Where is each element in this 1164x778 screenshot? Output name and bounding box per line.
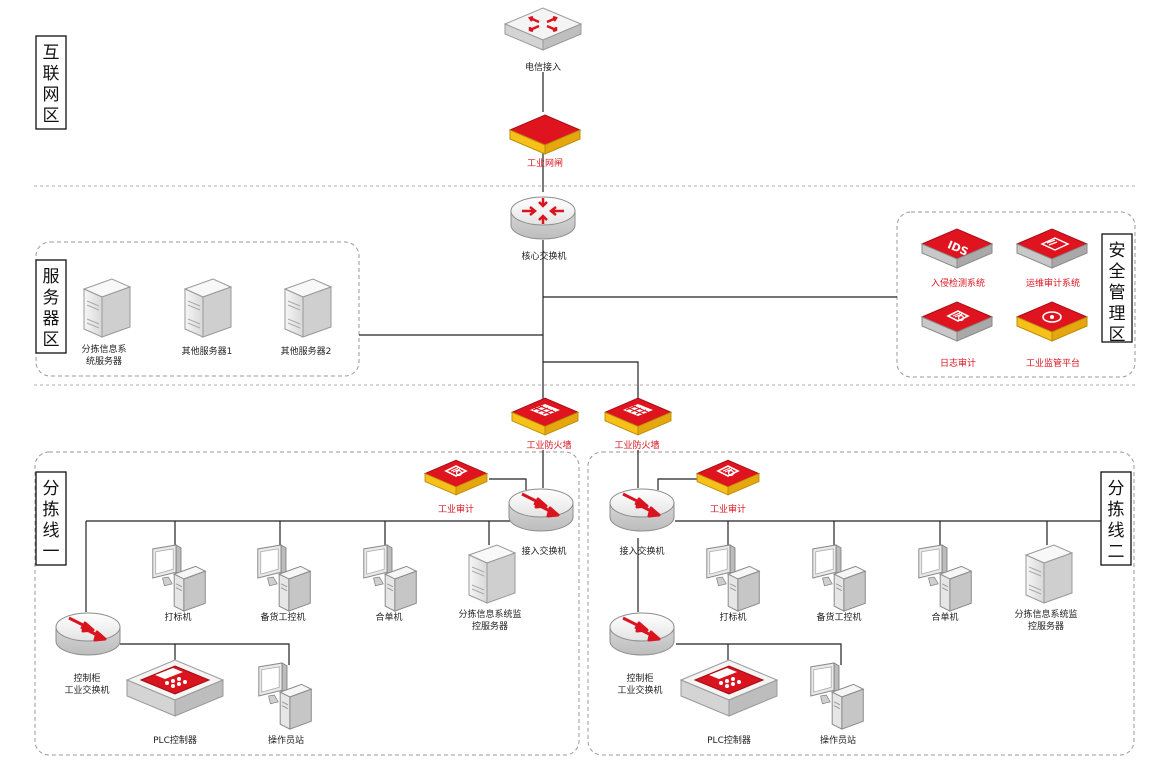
line1-access-switch-node[interactable]: 接入交换机 <box>507 487 575 557</box>
line1-access-switch-label: 接入交换机 <box>521 545 566 557</box>
line2-merge-pc-label: 合单机 <box>931 611 958 623</box>
line2-zone-border <box>587 451 1135 756</box>
line1-cabinet-switch-label-1: 控制柜 <box>73 672 100 684</box>
line2-printer-pc-node[interactable]: 打标机 <box>706 544 760 623</box>
zone-label-server: 服务器区 <box>43 267 60 350</box>
line1-cabinet-switch-node[interactable]: 控制柜 工业交换机 <box>54 611 122 696</box>
ops-audit-icon <box>1040 237 1070 251</box>
zone-label-line2: 分拣线二 <box>1108 479 1125 562</box>
zone-label-line1: 分拣线一 <box>43 479 60 562</box>
line1-monitor-server-label-2: 控服务器 <box>472 620 508 632</box>
line2-operator-node[interactable]: 操作员站 <box>810 662 864 746</box>
other-server-1-node[interactable]: 其他服务器1 <box>182 278 233 357</box>
line1-printer-pc-label: 打标机 <box>164 611 191 623</box>
line2-audit-node[interactable]: 工业审计 <box>696 459 760 515</box>
line2-monitor-server-label-2: 控服务器 <box>1028 620 1064 632</box>
line1-zone-border <box>34 451 580 756</box>
telecom-access-node[interactable]: 电信接入 <box>503 6 583 73</box>
gateway-icon <box>487 120 511 129</box>
line2-access-switch-node[interactable]: 接入交换机 <box>608 487 676 557</box>
line2-audit-label: 工业审计 <box>710 503 746 515</box>
line2-stock-pc-node[interactable]: 备货工控机 <box>812 544 866 623</box>
monitor-platform-node[interactable]: 工业监管平台 <box>1016 301 1088 369</box>
line2-printer-pc-label: 打标机 <box>719 611 746 623</box>
firewall-line2-node[interactable]: 工业防火墙 <box>604 397 672 451</box>
line1-stock-pc-label: 备货工控机 <box>260 611 305 623</box>
firewall-line1-node[interactable]: 工业防火墙 <box>511 397 579 451</box>
line1-monitor-server-label-1: 分拣信息系统监 <box>458 608 521 620</box>
line2-access-switch-label: 接入交换机 <box>619 545 664 557</box>
line2-monitor-server-node[interactable]: 分拣信息系统监 控服务器 <box>1014 544 1078 632</box>
telecom-label: 电信接入 <box>525 61 561 73</box>
line2-merge-pc-node[interactable]: 合单机 <box>918 544 972 623</box>
line1-plc-label: PLC控制器 <box>153 734 197 746</box>
line1-plc-node[interactable]: PLC控制器 <box>126 659 224 746</box>
line1-monitor-server-node[interactable]: 分拣信息系统监 控服务器 <box>458 544 522 632</box>
zone-label-internet: 互联网区 <box>43 43 60 126</box>
connection-lines <box>85 72 1101 665</box>
line1-operator-label: 操作员站 <box>268 734 304 746</box>
line1-audit-label: 工业审计 <box>438 503 474 515</box>
line2-cabinet-switch-node[interactable]: 控制柜 工业交换机 <box>608 611 676 696</box>
core-switch-label: 核心交换机 <box>521 250 566 262</box>
monitor-eye-icon <box>1042 311 1062 323</box>
line1-merge-pc-label: 合单机 <box>375 611 402 623</box>
line1-operator-node[interactable]: 操作员站 <box>258 662 312 746</box>
security-zone-border <box>896 211 1136 378</box>
line2-cabinet-switch-label-2: 工业交换机 <box>617 684 662 696</box>
ids-node[interactable]: IDS 入侵检测系统 <box>921 228 993 289</box>
other-server-2-label: 其他服务器2 <box>281 345 332 357</box>
firewall-line1-label: 工业防火墙 <box>526 439 571 451</box>
industrial-gateway-node[interactable]: 工业网闸 <box>487 114 581 169</box>
sorting-info-server-node[interactable]: 分拣信息系 统服务器 <box>81 278 131 367</box>
line1-cabinet-switch-label-2: 工业交换机 <box>64 684 109 696</box>
ids-label: 入侵检测系统 <box>931 277 985 289</box>
log-audit-node[interactable]: 日志审计 <box>921 301 993 369</box>
other-server-1-label: 其他服务器1 <box>182 345 233 357</box>
line2-operator-label: 操作员站 <box>820 734 856 746</box>
line1-merge-pc-node[interactable]: 合单机 <box>363 544 417 623</box>
monitor-platform-label: 工业监管平台 <box>1026 357 1080 369</box>
firewall-line2-label: 工业防火墙 <box>614 439 659 451</box>
gateway-label: 工业网闸 <box>527 158 563 169</box>
core-switch-node[interactable]: 核心交换机 <box>509 195 577 262</box>
sorting-info-server-label-2: 统服务器 <box>86 355 122 367</box>
line2-stock-pc-label: 备货工控机 <box>816 611 861 623</box>
line2-plc-node[interactable]: PLC控制器 <box>680 659 778 746</box>
line2-plc-label: PLC控制器 <box>707 734 751 746</box>
log-audit-label: 日志审计 <box>940 357 976 369</box>
line2-cabinet-switch-label-1: 控制柜 <box>626 672 653 684</box>
zone-label-security: 安全管理区 <box>1109 241 1126 345</box>
line1-audit-node[interactable]: 工业审计 <box>424 459 488 515</box>
ops-audit-node[interactable]: 运维审计系统 <box>1016 228 1088 289</box>
line2-monitor-server-label-1: 分拣信息系统监 <box>1014 608 1077 620</box>
ops-audit-label: 运维审计系统 <box>1026 277 1080 289</box>
sorting-info-server-label-1: 分拣信息系 <box>81 343 126 355</box>
other-server-2-node[interactable]: 其他服务器2 <box>281 278 332 357</box>
line1-printer-pc-node[interactable]: 打标机 <box>152 544 206 623</box>
line1-stock-pc-node[interactable]: 备货工控机 <box>257 544 311 623</box>
